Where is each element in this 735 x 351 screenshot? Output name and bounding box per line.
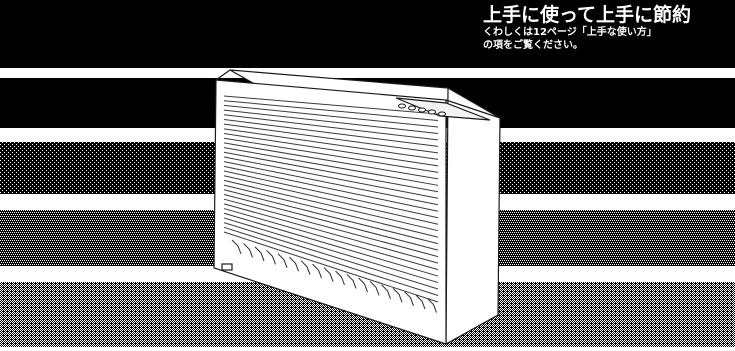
grille-louver <box>223 156 439 199</box>
grille-louver <box>223 231 439 303</box>
reference-line-2: の項をご覧ください。 <box>483 40 583 51</box>
page-headline: 上手に使って上手に節約 <box>483 4 692 26</box>
grille-louver <box>223 128 439 160</box>
control-button <box>418 107 426 113</box>
grille-louver <box>223 137 439 173</box>
grille-louver <box>223 123 439 154</box>
bottom-vents <box>231 239 437 313</box>
vent-slot <box>312 263 322 279</box>
control-button <box>398 103 406 109</box>
vent-slot <box>266 249 276 265</box>
grille-louver <box>223 226 439 296</box>
grille-louver <box>223 217 439 284</box>
vent-slot <box>254 246 265 262</box>
vent-slot <box>369 280 380 296</box>
grille-louver <box>223 222 439 290</box>
vent-slot <box>243 243 253 258</box>
grille-louver <box>223 203 439 264</box>
control-button <box>438 111 446 117</box>
grille-louver <box>223 198 439 258</box>
control-buttons <box>398 103 446 117</box>
vent-slot <box>404 291 414 306</box>
grille-louver <box>223 100 439 121</box>
control-button <box>428 109 436 115</box>
grille-louver <box>223 95 439 115</box>
vent-slot <box>231 239 242 255</box>
vent-slot <box>335 270 345 286</box>
vent-slot <box>277 253 288 268</box>
reference-line-1: くわしくは12ページ「上手な使い方」 <box>483 27 657 38</box>
band-1 <box>0 0 735 68</box>
vent-slot <box>381 284 391 299</box>
grille-louver <box>223 147 439 186</box>
vent-slot <box>392 287 403 303</box>
grille-louver <box>223 184 439 238</box>
vent-slot <box>415 294 426 310</box>
grille-louver <box>223 208 439 271</box>
grille-louver <box>223 161 439 206</box>
grille-louver <box>223 165 439 212</box>
control-button <box>408 105 416 111</box>
grille-louver <box>223 175 439 225</box>
vent-slot <box>427 298 437 313</box>
grille-louver <box>223 151 439 193</box>
grille-louver <box>223 133 439 167</box>
front-grille <box>223 95 439 303</box>
grille-louver <box>223 104 439 128</box>
vent-slot <box>358 277 368 293</box>
headline-block: 上手に使って上手に節約 くわしくは12ページ「上手な使い方」 の項をご覧ください… <box>483 4 723 52</box>
grille-louver <box>223 142 439 180</box>
vent-slot <box>346 274 357 289</box>
vent-slot <box>300 260 311 275</box>
vent-slot <box>323 267 334 282</box>
grille-louver <box>223 189 439 245</box>
grille-louver <box>223 179 439 232</box>
grille-louver <box>223 109 439 134</box>
grille-louver <box>223 170 439 219</box>
vent-slot <box>289 256 299 272</box>
grille-louver <box>223 212 439 277</box>
grille-louver <box>223 118 439 147</box>
grille-louver <box>223 114 439 141</box>
grille-louver <box>223 193 439 251</box>
